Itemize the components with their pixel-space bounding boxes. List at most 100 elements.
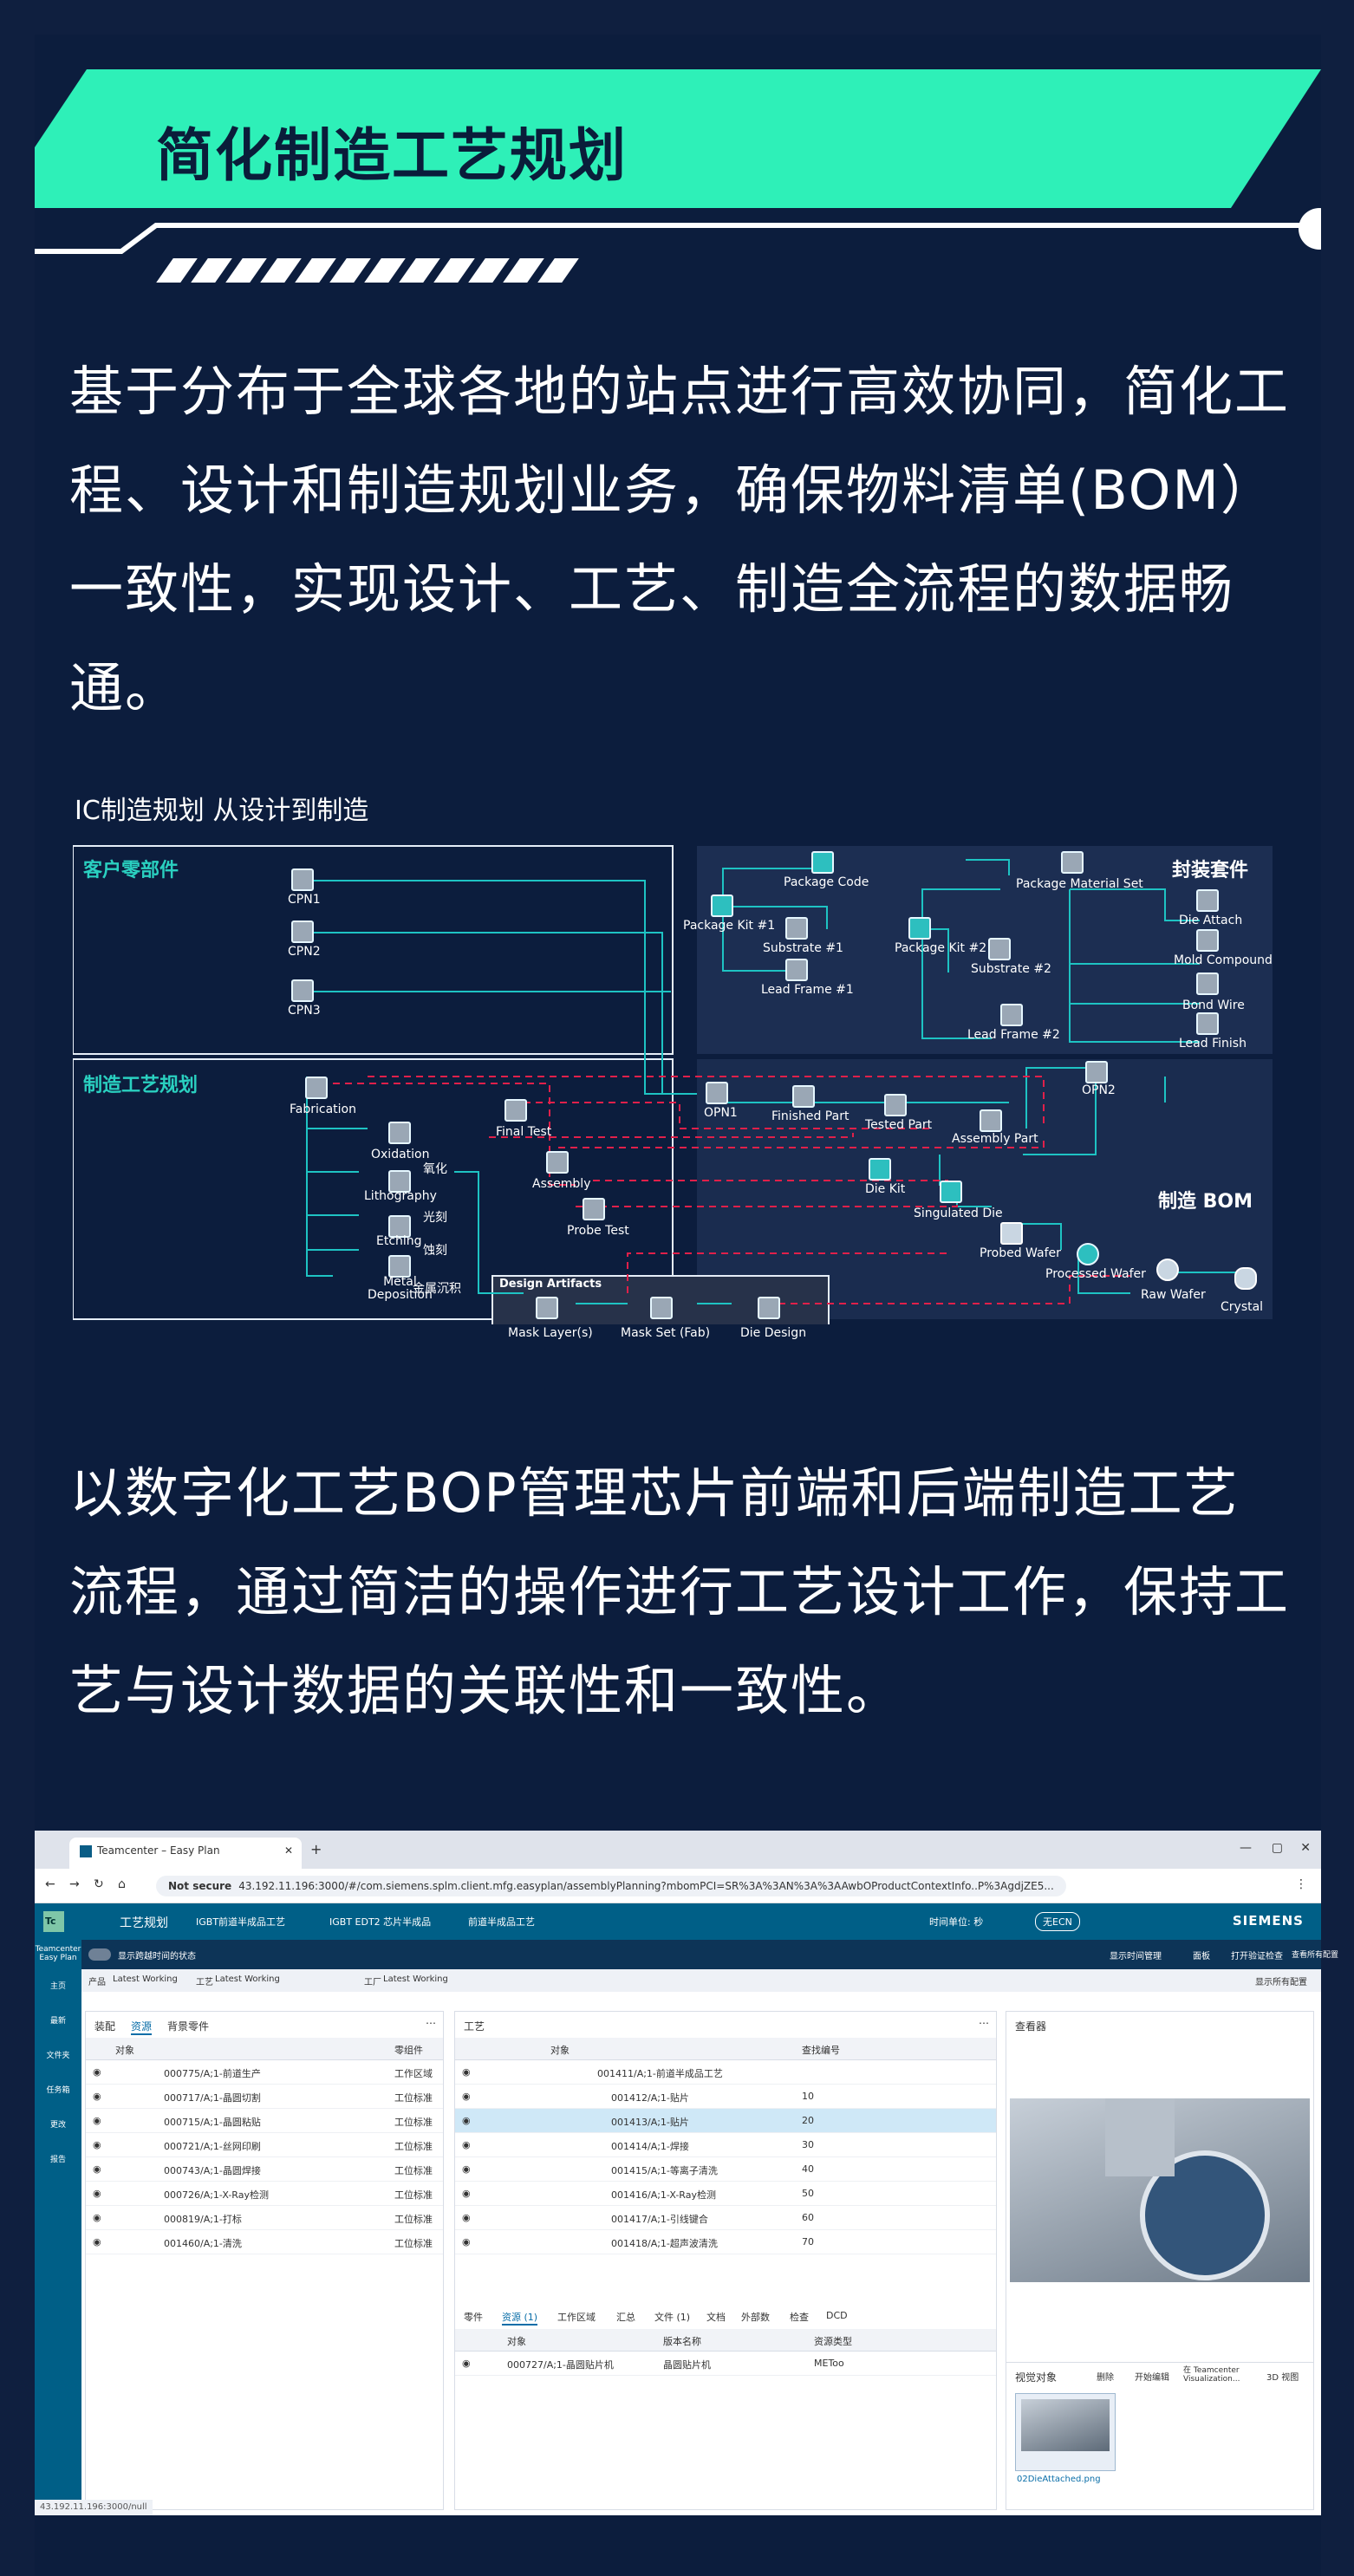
row-name: 000721/A;1-丝网印刷: [164, 2141, 261, 2152]
eye-icon[interactable]: ◉: [462, 2091, 471, 2102]
col-version[interactable]: 版本名称: [663, 2336, 701, 2347]
col-object[interactable]: 对象: [507, 2336, 526, 2347]
viewer-image[interactable]: [1010, 2098, 1310, 2282]
eye-icon[interactable]: ◉: [462, 2188, 471, 2199]
assembly-label: Assembly: [532, 1177, 591, 1191]
sidebar-item-easyplan[interactable]: Teamcenter Easy Plan: [35, 1945, 81, 1962]
tc-visualization-button[interactable]: 在 Teamcenter Visualization...: [1183, 2366, 1240, 2384]
probed-wafer-label: Probed Wafer: [980, 1246, 1061, 1260]
col-type[interactable]: 资源类型: [814, 2336, 852, 2347]
eye-icon[interactable]: ◉: [93, 2115, 101, 2126]
tab-docs[interactable]: 文档: [706, 2312, 726, 2323]
eye-icon[interactable]: ◉: [93, 2163, 101, 2175]
table-row[interactable]: ◉000775/A;1-前道生产工作区域: [86, 2060, 443, 2085]
row-seq: 10: [802, 2091, 814, 2102]
col-region[interactable]: 零组件: [394, 2045, 423, 2056]
sidebar-item-recent[interactable]: 最新: [49, 2017, 66, 2026]
filter-process-value[interactable]: Latest Working: [215, 1974, 280, 1984]
col-seq[interactable]: 查找编号: [802, 2045, 840, 2056]
view-config-button[interactable]: 查看所有配置: [1292, 1951, 1339, 1960]
eye-icon[interactable]: ◉: [462, 2066, 471, 2078]
tab-workarea[interactable]: 工作区域: [557, 2312, 596, 2323]
table-row[interactable]: ◉001411/A;1-前道半成品工艺: [455, 2060, 996, 2085]
tab-dcd[interactable]: DCD: [826, 2310, 848, 2321]
tab-external[interactable]: 外部数: [741, 2312, 770, 2323]
tab-summary[interactable]: 汇总: [616, 2312, 635, 2323]
sidebar-item-inbox[interactable]: 任务箱: [46, 2086, 70, 2095]
eye-icon[interactable]: ◉: [93, 2188, 101, 2199]
eye-icon[interactable]: ◉: [93, 2236, 101, 2247]
tab-assembly[interactable]: 装配: [94, 2020, 116, 2033]
eye-icon[interactable]: ◉: [93, 2066, 101, 2078]
open-edit-button[interactable]: 开始编辑: [1135, 2373, 1169, 2383]
tab-parts[interactable]: 零件: [464, 2312, 483, 2323]
more-icon[interactable]: ⋯: [426, 2017, 436, 2029]
breadcrumb-1[interactable]: IGBT前道半成品工艺: [196, 1916, 286, 1928]
delete-button[interactable]: 删除: [1097, 2373, 1114, 2383]
3d-view-button[interactable]: 3D 视图: [1266, 2373, 1299, 2383]
table-row[interactable]: ◉000726/A;1-X-Ray检测工位标准: [86, 2182, 443, 2206]
col-object[interactable]: 对象: [115, 2045, 134, 2056]
row-region: 工位标准: [394, 2092, 433, 2104]
time-unit-select[interactable]: 时间单位: 秒: [929, 1916, 984, 1928]
table-row[interactable]: ◉000819/A;1-打标工位标准: [86, 2206, 443, 2230]
forward-icon[interactable]: →: [69, 1877, 80, 1891]
eye-icon[interactable]: ◉: [93, 2212, 101, 2223]
more-icon[interactable]: ⋯: [979, 2017, 989, 2029]
breadcrumb-2[interactable]: IGBT EDT2 芯片半成品: [329, 1916, 432, 1928]
col-object[interactable]: 对象: [550, 2045, 570, 2056]
tab-inspection[interactable]: 检查: [790, 2312, 809, 2323]
tab-background-parts[interactable]: 背景零件: [167, 2020, 210, 2033]
attachment-filename[interactable]: 02DieAttached.png: [1017, 2475, 1101, 2484]
show-all-config-button[interactable]: 显示所有配置: [1255, 1978, 1307, 1987]
breadcrumb-3[interactable]: 前道半成品工艺: [468, 1916, 535, 1928]
plan-check-button[interactable]: 打开验证检查: [1231, 1952, 1283, 1961]
tab-resource[interactable]: 资源: [131, 2019, 153, 2035]
close-tab-icon[interactable]: ✕: [283, 1844, 293, 1857]
table-row[interactable]: ◉001460/A;1-清洗工位标准: [86, 2230, 443, 2254]
eye-icon[interactable]: ◉: [93, 2091, 101, 2102]
time-analysis-button[interactable]: 显示时间管理: [1110, 1952, 1162, 1961]
browser-tab[interactable]: Teamcenter – Easy Plan ✕: [69, 1838, 302, 1869]
sidebar-item-home[interactable]: 主页: [49, 1982, 66, 1991]
table-row[interactable]: ◉000721/A;1-丝网印刷工位标准: [86, 2133, 443, 2157]
eye-icon[interactable]: ◉: [462, 2139, 471, 2150]
table-row[interactable]: ◉000715/A;1-晶圆粘贴工位标准: [86, 2109, 443, 2133]
home-icon[interactable]: ⌂: [118, 1877, 126, 1891]
eye-icon[interactable]: ◉: [93, 2139, 101, 2150]
sidebar-item-folder[interactable]: 文件夹: [46, 2052, 70, 2060]
panel-button[interactable]: 面板: [1193, 1952, 1210, 1961]
sidebar-item-report[interactable]: 报告: [49, 2156, 66, 2164]
sidebar-item-change[interactable]: 更改: [49, 2121, 66, 2130]
minimize-icon[interactable]: —: [1240, 1841, 1252, 1855]
filter-product-value[interactable]: Latest Working: [113, 1974, 178, 1984]
reload-icon[interactable]: ↻: [94, 1877, 104, 1891]
tab-resources[interactable]: 资源 (1): [502, 2310, 538, 2326]
maximize-icon[interactable]: ▢: [1271, 1841, 1283, 1855]
state-toggle[interactable]: [88, 1948, 111, 1961]
tab-files[interactable]: 文件 (1): [654, 2312, 691, 2323]
new-tab-icon[interactable]: +: [310, 1841, 322, 1857]
table-row[interactable]: ◉000743/A;1-晶圆焊接工位标准: [86, 2157, 443, 2182]
eye-icon[interactable]: ◉: [462, 2163, 471, 2175]
eye-icon[interactable]: ◉: [462, 2212, 471, 2223]
filter-plant-value[interactable]: Latest Working: [383, 1974, 448, 1984]
ecn-badge[interactable]: 无ECN: [1035, 1912, 1080, 1931]
eye-icon[interactable]: ◉: [462, 2115, 471, 2126]
eye-icon[interactable]: ◉: [462, 2358, 471, 2369]
table-row[interactable]: ◉000717/A;1-晶圆切割工位标准: [86, 2085, 443, 2109]
menu-icon[interactable]: ⋮: [1295, 1877, 1307, 1891]
close-window-icon[interactable]: ✕: [1300, 1841, 1311, 1855]
attachment-thumbnail[interactable]: [1015, 2393, 1116, 2471]
back-icon[interactable]: ←: [45, 1877, 55, 1891]
eye-icon[interactable]: ◉: [462, 2236, 471, 2247]
